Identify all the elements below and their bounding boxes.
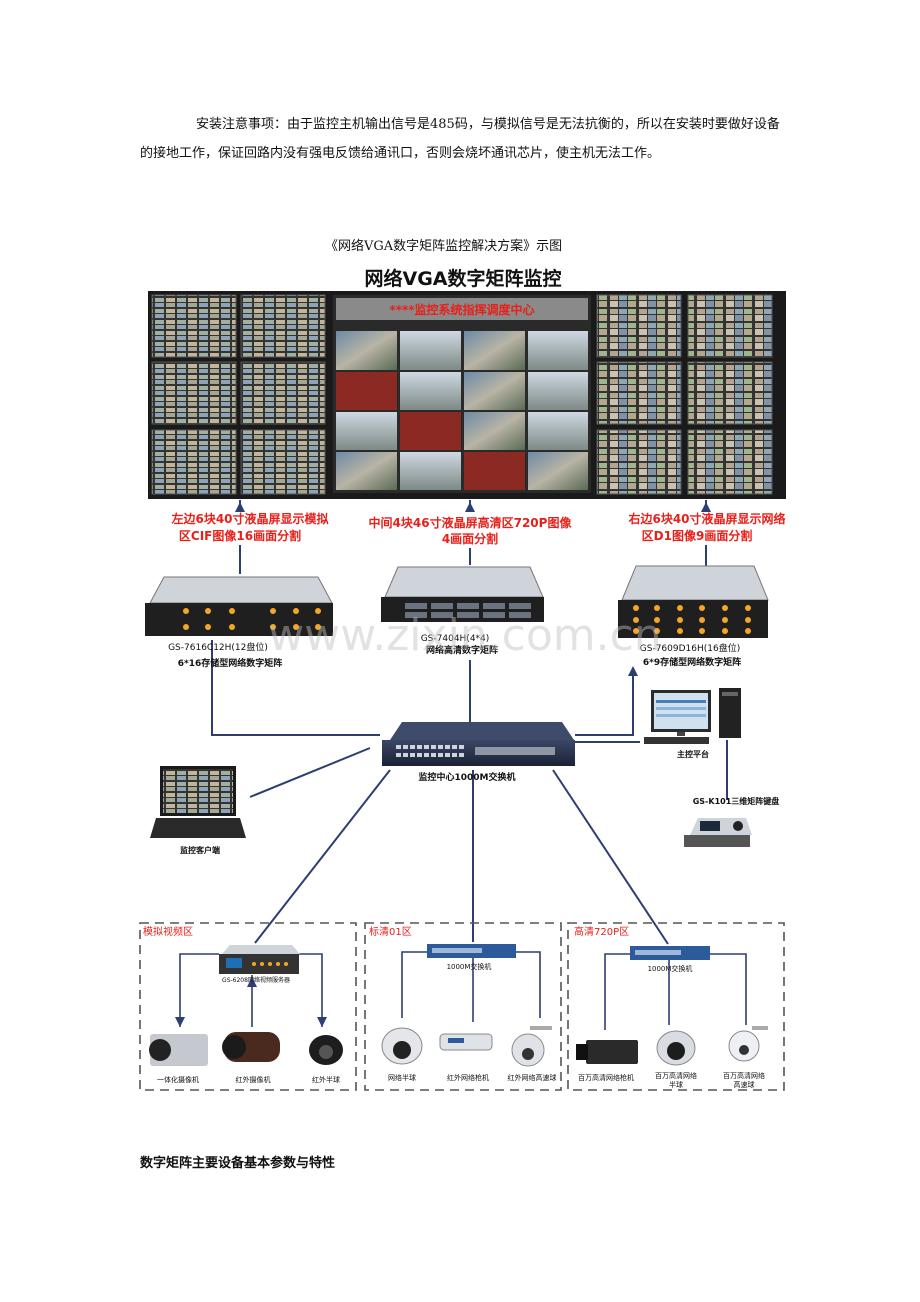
laptop-client: 监控客户端	[150, 766, 246, 855]
center-banner: ****监控系统指挥调度中心	[389, 302, 534, 317]
zone-analog-title: 模拟视频区	[143, 925, 193, 938]
cam6-label: 红外网络高速球	[508, 1073, 557, 1082]
matrix-right: GS-7609D16H(16盘位) 6*9存储型网络数字矩阵	[618, 565, 769, 668]
cam4-label: 网络半球	[388, 1073, 416, 1082]
camera-hd-dome: 百万高清网络 半球	[655, 1030, 697, 1089]
label-right-line2: 区D1图像9画面分割	[642, 528, 753, 543]
cam1-label: 一体化摄像机	[157, 1075, 199, 1084]
cam9-label-line1: 百万高清网络	[723, 1071, 765, 1080]
cam7-label: 百万高清网络枪机	[578, 1073, 634, 1082]
section-heading: 数字矩阵主要设备基本参数与特性	[140, 1156, 336, 1171]
label-right-line1: 右边6块40寸液晶屏显示网络	[627, 511, 785, 526]
camera-ir: 红外摄像机	[222, 1032, 280, 1084]
install-notes-paragraph: 安装注意事项：由于监控主机输出信号是485码，与模拟信号是无法抗衡的，所以在安装…	[140, 110, 790, 168]
matrix-left: GS-7616C12H(12盘位) 6*16存储型网络数字矩阵	[145, 576, 333, 669]
left-screen-group	[151, 294, 326, 495]
video-server: GS-6208网络视频服务器	[219, 945, 300, 984]
zone-hd-title: 高清720P区	[574, 925, 629, 938]
center-screen-group: ****监控系统指挥调度中心	[333, 295, 591, 493]
connection-lines	[211, 500, 728, 945]
camera-hd-bullet: 百万高清网络枪机	[576, 1040, 638, 1082]
host-platform: 主控平台	[644, 688, 741, 759]
video-server-label: GS-6208网络视频服务器	[222, 976, 290, 984]
watermark: www.zixin.com.cn	[268, 610, 661, 661]
core-switch-label: 监控中心1000M交换机	[418, 771, 515, 783]
label-mid-line2: 4画面分割	[442, 531, 498, 546]
right-screen-group	[596, 294, 773, 495]
matrix-mid-desc: 网络高清数字矩阵	[426, 644, 498, 656]
camera-net-bullet: 红外网络枪机	[439, 1033, 493, 1082]
core-switch: 监控中心1000M交换机	[382, 722, 575, 783]
camera-net-dome: 网络半球	[381, 1027, 423, 1082]
zone-borders	[139, 922, 785, 1091]
zone-sd-switch-label: 1000M交换机	[447, 962, 492, 971]
camera-net-ptz: 红外网络高速球	[508, 1026, 557, 1082]
matrix-keyboard: GS-K101三维矩阵键盘	[684, 796, 779, 847]
matrix-mid: GS-7404H(4*4) 网络高清数字矩阵	[381, 566, 544, 656]
matrix-left-desc: 6*16存储型网络数字矩阵	[178, 657, 283, 669]
label-mid-line1: 中间4块46寸液晶屏高清区720P图像	[369, 515, 573, 530]
zone-hd-switch: 1000M交换机	[630, 946, 710, 973]
cam2-label: 红外摄像机	[236, 1075, 271, 1084]
cam8-label-line2: 半球	[669, 1080, 683, 1089]
figure-caption: 《网络VGA数字矩阵监控解决方案》示图	[325, 239, 563, 254]
cam3-label: 红外半球	[312, 1075, 340, 1084]
cam9-label-line2: 高速球	[734, 1080, 755, 1089]
cam5-label: 红外网络枪机	[447, 1073, 489, 1082]
matrix-left-model: GS-7616C12H(12盘位)	[168, 641, 268, 653]
cam8-label-line1: 百万高清网络	[655, 1071, 697, 1080]
camera-boxcam: 一体化摄像机	[149, 1034, 208, 1084]
keyboard-label: GS-K101三维矩阵键盘	[693, 796, 780, 806]
diagram-title: 网络VGA数字矩阵监控	[364, 267, 561, 290]
label-left-line1: 左边6块40寸液晶屏显示模拟	[170, 511, 328, 526]
host-platform-label: 主控平台	[677, 749, 709, 759]
zone-lines	[179, 951, 747, 1030]
zone-hd-switch-label: 1000M交换机	[648, 964, 693, 973]
camera-ir-dome: 红外半球	[309, 1035, 343, 1084]
label-left-line2: 区CIF图像16画面分割	[179, 528, 301, 543]
matrix-right-model: GS-7609D16H(16盘位)	[640, 642, 740, 654]
matrix-right-desc: 6*9存储型网络数字矩阵	[643, 656, 741, 668]
install-notes-text: 安装注意事项：由于监控主机输出信号是485码，与模拟信号是无法抗衡的，所以在安装…	[140, 117, 780, 161]
matrix-mid-model: GS-7404H(4*4)	[421, 634, 490, 644]
client-label: 监控客户端	[180, 845, 220, 855]
camera-hd-ptz: 百万高清网络 高速球	[723, 1026, 768, 1089]
zone-sd-switch: 1000M交换机	[427, 944, 516, 971]
zone-sd-title: 标清01区	[369, 925, 412, 938]
